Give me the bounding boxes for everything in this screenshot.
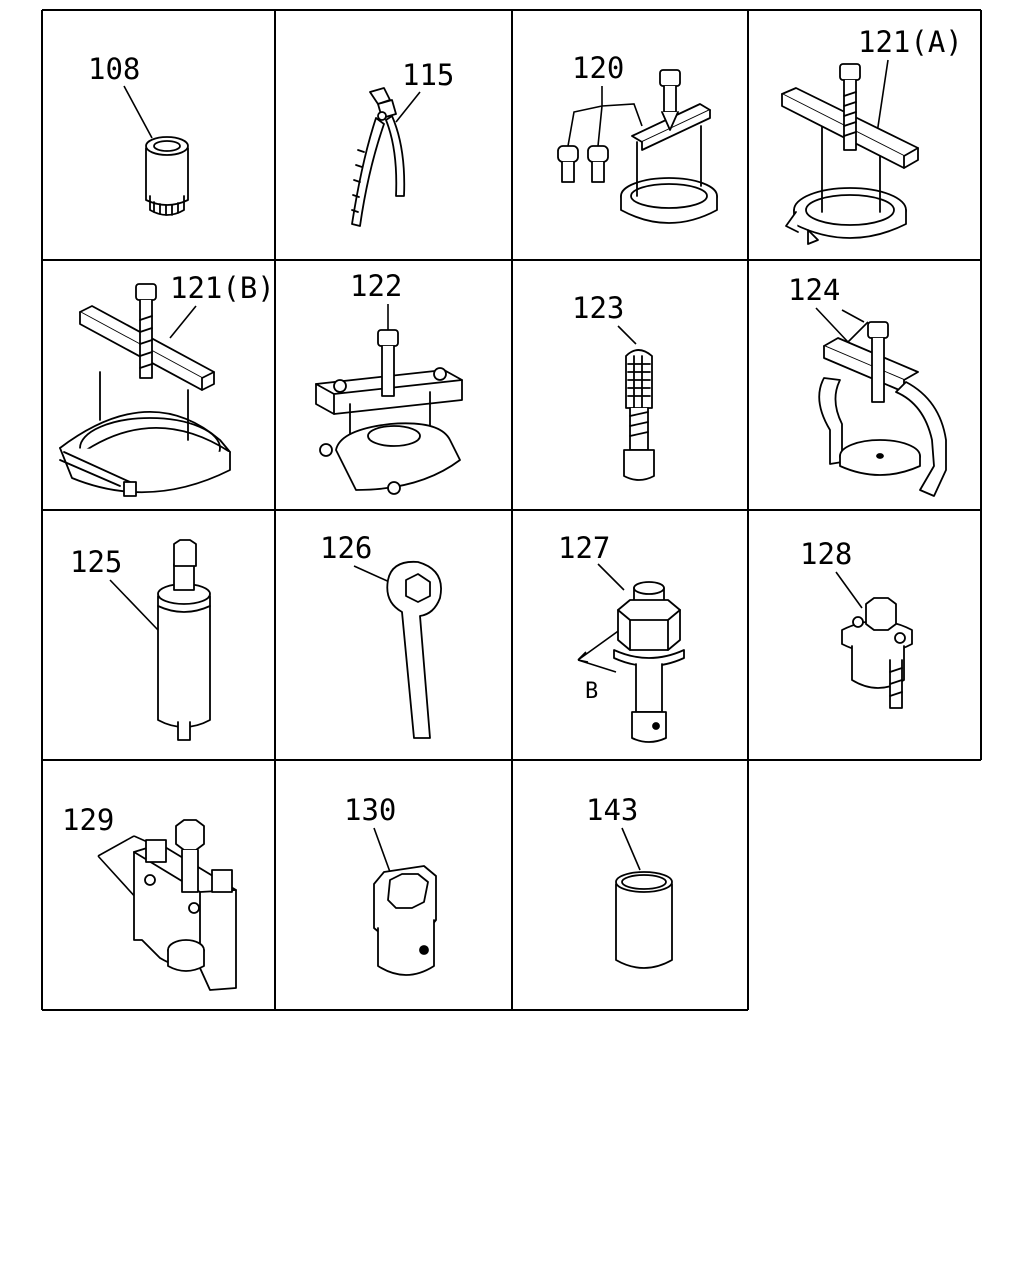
separator-122-icon — [315, 329, 463, 495]
flange-tool-128-icon — [841, 597, 913, 709]
part-label-115: 115 — [402, 58, 454, 92]
puller-129-icon — [133, 819, 237, 991]
part-label-127: 127 — [558, 531, 610, 565]
grid-lines — [41, 9, 982, 1011]
part-label-123: 123 — [572, 291, 624, 325]
part-128-cell[interactable]: 128 — [800, 537, 913, 709]
leader-line-124 — [815, 307, 869, 343]
part-143-cell[interactable]: 143 — [586, 793, 673, 969]
leader-line-128 — [835, 571, 863, 609]
leader-line-143 — [621, 827, 641, 871]
puller-121a-icon — [781, 63, 919, 245]
part-label-125: 125 — [70, 545, 122, 579]
part-125-cell[interactable]: 125 — [70, 539, 211, 741]
sleeve-icon — [615, 871, 673, 969]
pliers-icon — [351, 87, 406, 227]
part-108-cell[interactable]: 108 — [88, 52, 189, 216]
remover-127-icon — [613, 581, 685, 743]
part-label-143: 143 — [586, 793, 638, 827]
leader-line-125 — [109, 579, 159, 631]
puller-121b-icon — [59, 283, 231, 497]
deep-socket-icon — [145, 136, 189, 216]
part-129-cell[interactable]: 129 — [62, 803, 237, 991]
hex-socket-icon — [373, 865, 437, 976]
leader-line-115 — [395, 91, 421, 123]
part-label-126: 126 — [320, 531, 372, 565]
leader-line-127 — [597, 563, 625, 591]
part-label-128: 128 — [800, 537, 852, 571]
part-122-cell[interactable]: 122 — [315, 269, 463, 495]
part-120-cell[interactable]: 120 — [557, 51, 718, 224]
part-label-124: 124 — [788, 273, 840, 307]
leader-line-123 — [617, 325, 637, 345]
leader-line-121b — [169, 305, 197, 339]
hex-wrench-icon — [386, 560, 442, 739]
slide-hammer-icon — [157, 539, 211, 741]
part-label-108: 108 — [88, 52, 140, 86]
part-127-cell[interactable]: 127 B — [558, 531, 685, 743]
part-124-cell[interactable]: 124 — [788, 273, 947, 497]
leader-line-121a — [875, 59, 889, 141]
part-130-cell[interactable]: 130 — [344, 793, 437, 976]
dimension-label-b: B — [585, 679, 598, 704]
puller-124-icon — [818, 321, 947, 497]
part-label-122: 122 — [350, 269, 402, 303]
part-115-cell[interactable]: 115 — [351, 58, 454, 227]
part-label-129: 129 — [62, 803, 114, 837]
part-126-cell[interactable]: 126 — [320, 531, 442, 739]
part-label-121a: 121(A) — [858, 25, 963, 59]
part-label-121b: 121(B) — [170, 271, 275, 305]
part-label-120: 120 — [572, 51, 624, 85]
knurled-bolt-icon — [623, 349, 655, 481]
leader-line-120 — [567, 86, 643, 147]
part-121b-cell[interactable]: 121(B) — [59, 271, 275, 497]
part-121a-cell[interactable]: 121(A) — [781, 25, 963, 245]
dimension-line-b — [577, 623, 629, 673]
leader-line-130 — [373, 827, 391, 873]
part-label-130: 130 — [344, 793, 396, 827]
leader-line-108 — [123, 85, 153, 139]
puller-120-icon — [557, 69, 718, 224]
part-123-cell[interactable]: 123 — [572, 291, 655, 481]
